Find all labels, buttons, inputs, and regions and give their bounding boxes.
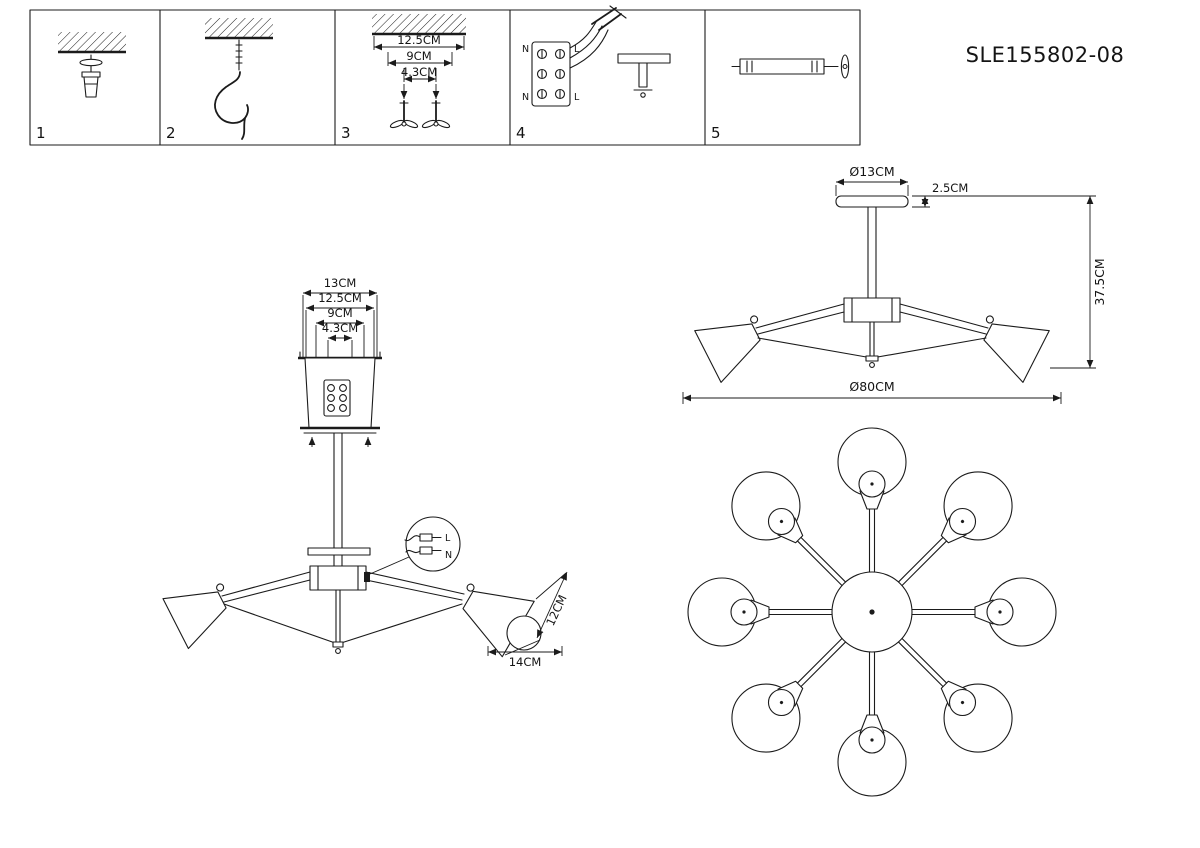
arm-down-right xyxy=(897,637,1013,753)
step-number-5: 5 xyxy=(711,124,721,142)
dim-13cm: 13CM xyxy=(324,276,357,290)
dim-9cm: 9CM xyxy=(406,49,431,63)
arm-down xyxy=(837,651,907,797)
step-number-2: 2 xyxy=(166,124,176,142)
dim-canopy-height: 2.5CM xyxy=(932,181,968,195)
canopy-body xyxy=(298,351,382,447)
hub-connector xyxy=(364,572,370,582)
wire-label-l-top: L xyxy=(574,44,580,55)
wiring-detail-circle: L N xyxy=(369,516,461,575)
arm-down-left xyxy=(731,637,847,753)
arm-right xyxy=(911,577,1057,647)
step-number-1: 1 xyxy=(36,124,46,142)
ceiling-hatch-icon xyxy=(58,32,126,52)
lamp-shade-left xyxy=(694,315,761,383)
toggle-bolt-icon xyxy=(389,100,419,129)
arm-up-right xyxy=(897,471,1013,587)
front-assembly-view: L N 12CM 14CM xyxy=(162,432,570,669)
canopy-bracket-icon xyxy=(617,53,671,98)
lamp-shade-left xyxy=(162,583,227,650)
dim-14cm: 14CM xyxy=(509,655,542,669)
dim-4-3cm: 4.3CM xyxy=(322,321,358,335)
arm-left xyxy=(687,577,833,647)
dim-total-diameter: Ø80CM xyxy=(849,379,894,394)
wing-nut-icon xyxy=(840,54,850,79)
side-view-diagram: Ø13CM 2.5CM xyxy=(682,164,1107,404)
ceiling-hatch-icon xyxy=(372,14,466,34)
dim-12cm: 12CM xyxy=(543,593,569,628)
ceiling-hatch-icon xyxy=(205,18,273,38)
arm-up-left xyxy=(731,471,847,587)
lamp-shade-right xyxy=(983,315,1050,383)
steps-strip: 1 2 12.5CM xyxy=(29,5,861,146)
step-panel-2: 2 xyxy=(166,18,273,142)
step-panel-1: 1 xyxy=(36,32,126,142)
ceiling-canopy xyxy=(835,195,909,208)
dim-canopy-diameter: Ø13CM xyxy=(849,164,894,179)
anchor-fixture-icon xyxy=(79,54,103,98)
lamp-shade-right xyxy=(462,583,535,658)
wire-label-l-bottom: L xyxy=(574,92,580,103)
ceiling-cover-plate xyxy=(307,547,371,556)
terminal-block-icon xyxy=(531,41,571,107)
bulb xyxy=(506,615,542,651)
central-hub xyxy=(309,565,367,591)
step-panel-3: 12.5CM 9CM 4.3CM xyxy=(341,14,466,142)
dim-12-5cm: 12.5CM xyxy=(397,33,441,47)
toggle-bolt-icon xyxy=(421,100,451,129)
central-hub xyxy=(843,297,901,323)
wire-label-n-bottom: N xyxy=(522,92,529,103)
arm-up xyxy=(837,427,907,573)
detail-label-n: N xyxy=(445,550,452,561)
top-view-diagram xyxy=(687,427,1057,797)
dim-4-3cm: 4.3CM xyxy=(401,65,437,79)
dim-12-5cm: 12.5CM xyxy=(318,291,362,305)
dim-total-height: 37.5CM xyxy=(1092,258,1107,305)
rod-icon xyxy=(731,58,839,75)
step-number-4: 4 xyxy=(516,124,526,142)
wire-label-n-top: N xyxy=(522,44,529,55)
dim-9cm: 9CM xyxy=(327,306,352,320)
detail-label-l: L xyxy=(445,533,451,544)
supply-wires-icon xyxy=(569,5,627,69)
center-point xyxy=(869,609,875,615)
steps-border xyxy=(29,9,861,146)
step-panel-5: 5 xyxy=(711,54,850,142)
model-number: SLE155802-08 xyxy=(966,43,1125,67)
step-panel-4: N L N L 4 xyxy=(516,5,671,142)
hook-icon xyxy=(214,39,249,140)
mounting-bracket-view: 13CM 12.5CM 9CM 4.3CM xyxy=(298,276,382,447)
step-number-3: 3 xyxy=(341,124,351,142)
